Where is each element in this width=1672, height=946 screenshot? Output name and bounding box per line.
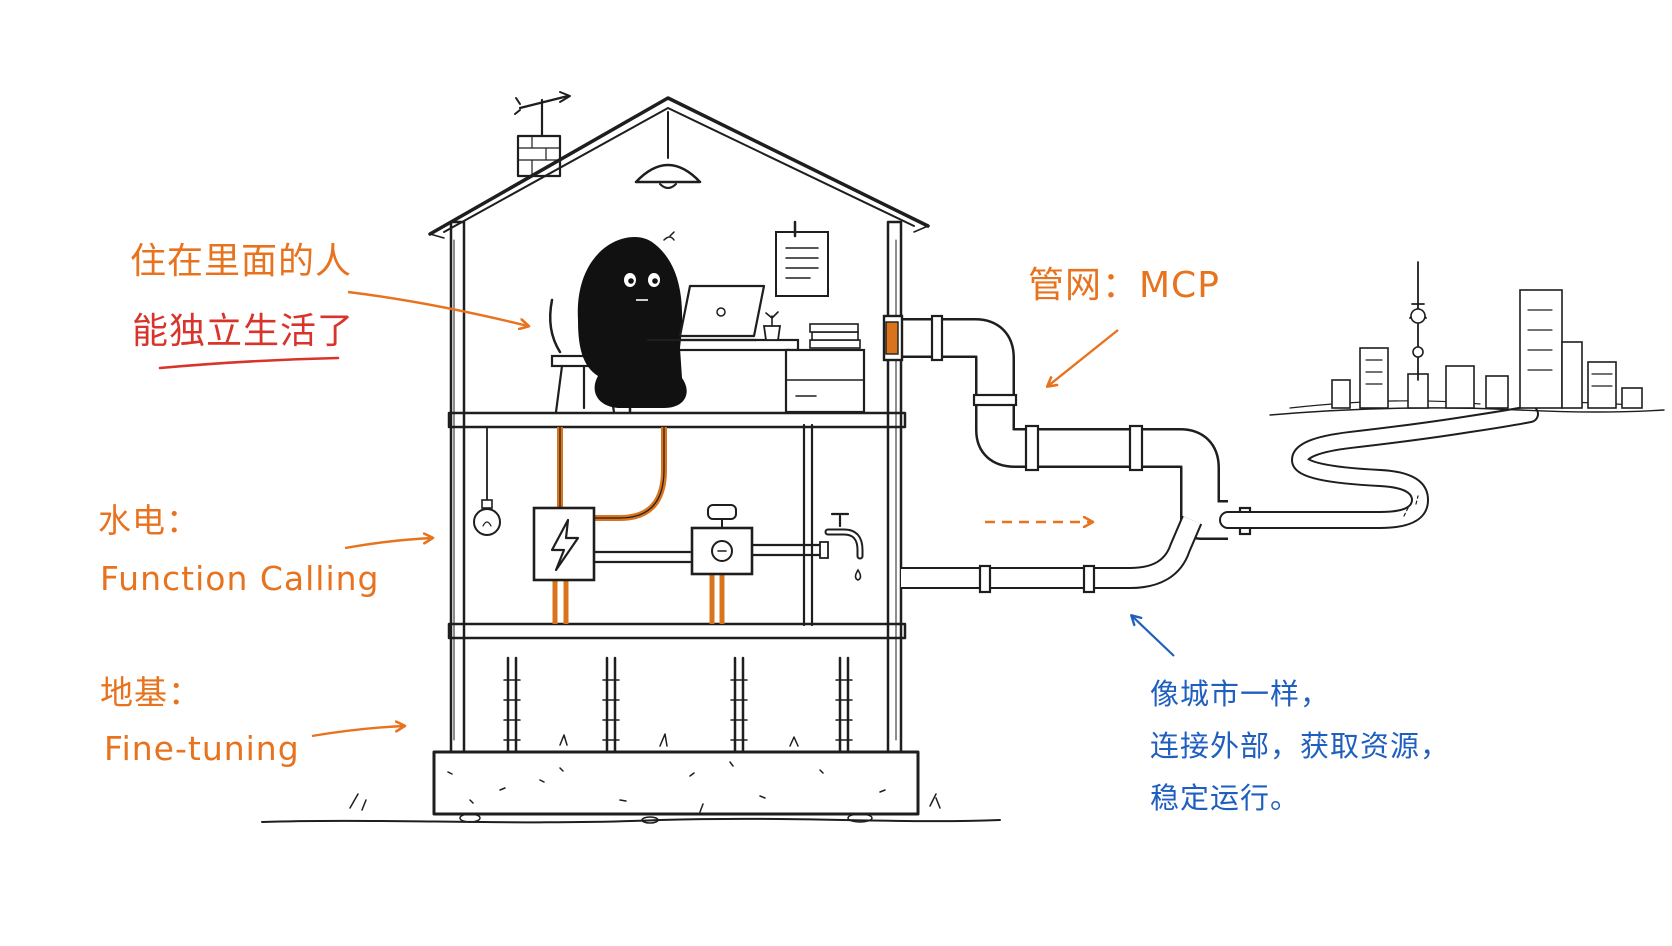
city-label-line1: 像城市一样， (1150, 677, 1331, 711)
light-bulb-icon (473, 426, 501, 536)
city-label-line2: 连接外部，获取资源， (1150, 729, 1451, 763)
roof (428, 96, 930, 239)
utilities-label-line2: Function Calling (100, 559, 380, 598)
foundation-piles (503, 656, 853, 754)
annotation-arrows (158, 290, 1175, 738)
book-stack (809, 323, 861, 349)
water-pipe (592, 541, 829, 564)
resident-label-line1: 住在里面的人 (130, 241, 353, 282)
utilities-label-line1: 水电： (98, 501, 200, 540)
character (577, 231, 687, 408)
lightning-bolt-icon (532, 506, 596, 582)
resident-label-line2: 能独立生活了 (132, 311, 355, 352)
copper-wiring (552, 427, 725, 624)
plant-pot (762, 311, 782, 341)
faucet-icon (824, 512, 864, 581)
ceiling-lamp-icon (634, 111, 702, 189)
city-label-line3: 稳定运行。 (1150, 781, 1301, 815)
mcp-pipe (882, 314, 1539, 594)
foundation-label-line1: 地基： (100, 673, 202, 712)
foundation-label-line2: Fine-tuning (104, 729, 300, 768)
wall-note (775, 220, 829, 297)
weather-vane (514, 91, 571, 138)
laptop (646, 284, 766, 342)
meter-icon (690, 504, 754, 576)
ground (261, 793, 1001, 824)
city-skyline (1269, 261, 1665, 416)
concrete-slab (432, 750, 920, 816)
pipe-network-label: 管网：MCP (1028, 265, 1220, 306)
chimney (516, 134, 562, 178)
side-cabinet (784, 348, 866, 414)
